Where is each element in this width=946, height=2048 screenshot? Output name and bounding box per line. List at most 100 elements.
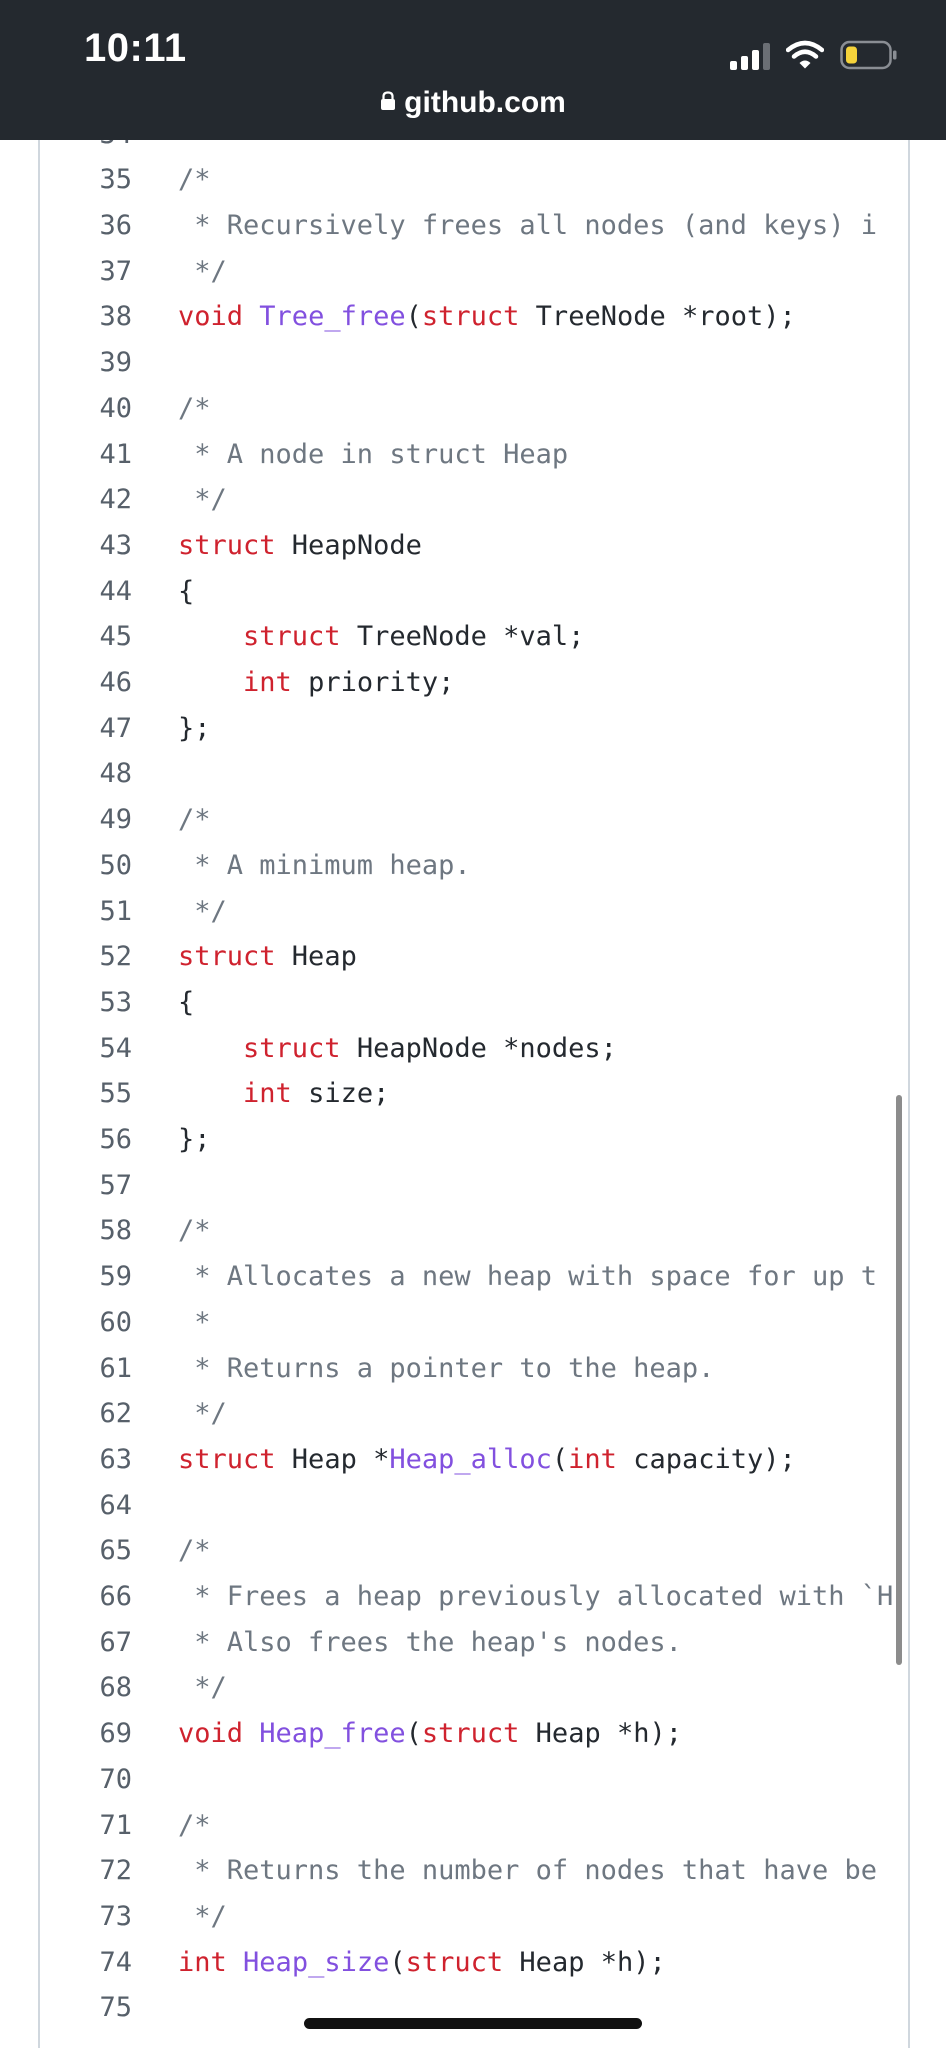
comment: */ [178,484,227,516]
code-text: HeapNode [275,529,422,561]
line-code: */ [178,477,908,523]
code-line: 50 * A minimum heap. [40,843,908,889]
code-line: 60 * [40,1300,908,1346]
comment: /* [178,1535,211,1567]
comment: /* [178,804,211,836]
line-number[interactable]: 56 [99,1124,132,1156]
code-line: 75 [40,1985,908,2031]
line-number[interactable]: 45 [99,621,132,653]
line-number[interactable]: 47 [99,712,132,744]
comment: * A node in struct Heap [178,438,569,470]
code-line: 42 */ [40,477,908,523]
code-line: 53{ [40,980,908,1026]
code-line: 69 void Heap_free(struct Heap *h); [40,1711,908,1757]
code-text [227,1947,243,1978]
line-code: void Heap_free(struct Heap *h); [178,1711,908,1757]
address-bar[interactable]: github.com [0,86,946,120]
line-number[interactable]: 51 [99,895,132,927]
line-number[interactable]: 72 [99,1855,132,1887]
line-number[interactable]: 49 [99,804,132,836]
line-code: /* [178,797,908,843]
line-number[interactable]: 70 [99,1763,132,1795]
code-line: 62 */ [40,1391,908,1437]
line-number[interactable]: 40 [99,392,132,424]
line-number[interactable]: 53 [99,986,132,1018]
keyword: struct [421,301,520,333]
comment: * Returns a pointer to the heap. [178,1352,715,1384]
line-code: int Heap_size(struct Heap *h); [178,1940,908,1986]
line-number[interactable]: 71 [99,1809,132,1841]
line-number[interactable]: 65 [99,1535,132,1567]
scrollbar-thumb[interactable] [896,1095,902,1665]
line-number[interactable]: 67 [99,1626,132,1658]
code-text: ( [389,1946,406,1978]
line-number[interactable]: 55 [99,1078,132,1110]
code-text: priority; [291,667,455,699]
line-number[interactable]: 50 [99,849,132,881]
code-line: 67 * Also frees the heap's nodes. [40,1620,908,1666]
line-number[interactable]: 43 [99,529,132,561]
line-number[interactable]: 61 [99,1352,132,1384]
line-number[interactable]: 57 [99,1169,132,1201]
line-number[interactable]: 42 [99,484,132,516]
line-number[interactable]: 41 [99,438,132,470]
line-number[interactable]: 39 [99,347,132,379]
line-number[interactable]: 74 [99,1946,132,1978]
line-code: { [178,569,908,615]
code-text: size; [291,1078,390,1110]
line-number[interactable]: 68 [99,1672,132,1704]
line-code: * Allocates a new heap with space for up… [178,1254,908,1300]
code-text: capacity); [616,1443,796,1475]
function-name: Heap_alloc [389,1443,552,1475]
line-number[interactable]: 46 [99,667,132,699]
code-text: Heap * [275,1443,390,1475]
line-number[interactable]: 44 [99,575,132,607]
keyword: struct [178,529,276,561]
code-text: }; [178,712,211,744]
code-text: Heap *h); [503,1946,666,1978]
comment: */ [178,1900,227,1932]
code-line: 56}; [40,1117,908,1163]
function-name: Heap_free [259,1718,406,1750]
line-number[interactable]: 62 [99,1398,132,1430]
line-number[interactable]: 38 [99,301,132,333]
line-number[interactable]: 35 [99,164,132,196]
code-line: 72 * Returns the number of nodes that ha… [40,1848,908,1894]
line-number[interactable]: 73 [99,1900,132,1932]
line-code: struct HeapNode [178,523,908,569]
keyword: int [568,1443,617,1475]
line-number[interactable]: 36 [99,210,132,242]
line-number[interactable]: 52 [99,941,132,973]
code-line: 44 { [40,569,908,615]
line-code: */ [178,1665,908,1711]
code-line: 45 struct TreeNode *val; [40,614,908,660]
code-viewer[interactable]: 3435/*36 * Recursively frees all nodes (… [38,140,910,2048]
line-number[interactable]: 37 [99,255,132,287]
line-number[interactable]: 48 [99,758,132,790]
home-indicator[interactable] [304,2018,642,2029]
code-line: 73 */ [40,1894,908,1940]
line-code: /* [178,386,908,432]
line-number[interactable]: 54 [99,1032,132,1064]
battery-icon [840,40,897,70]
comment: * A minimum heap. [178,849,471,881]
line-number[interactable]: 63 [99,1443,132,1475]
code-text: HeapNode *nodes; [340,1032,617,1064]
line-number[interactable]: 34 [40,140,132,157]
line-number[interactable]: 69 [99,1718,132,1750]
line-number[interactable]: 59 [99,1261,132,1293]
code-line: 35/* [40,157,908,203]
line-code: int size; [178,1071,908,1117]
line-number[interactable]: 60 [99,1306,132,1338]
code-text: ( [405,1718,422,1750]
line-number[interactable]: 64 [99,1489,132,1521]
line-number[interactable]: 66 [99,1581,132,1613]
line-number[interactable]: 75 [99,1992,132,2024]
code-text [178,1033,243,1064]
line-number[interactable]: 58 [99,1215,132,1247]
code-text: TreeNode *root); [519,301,796,333]
line-code: }; [178,1117,908,1163]
comment: * Frees a heap previously allocated with… [178,1581,894,1613]
